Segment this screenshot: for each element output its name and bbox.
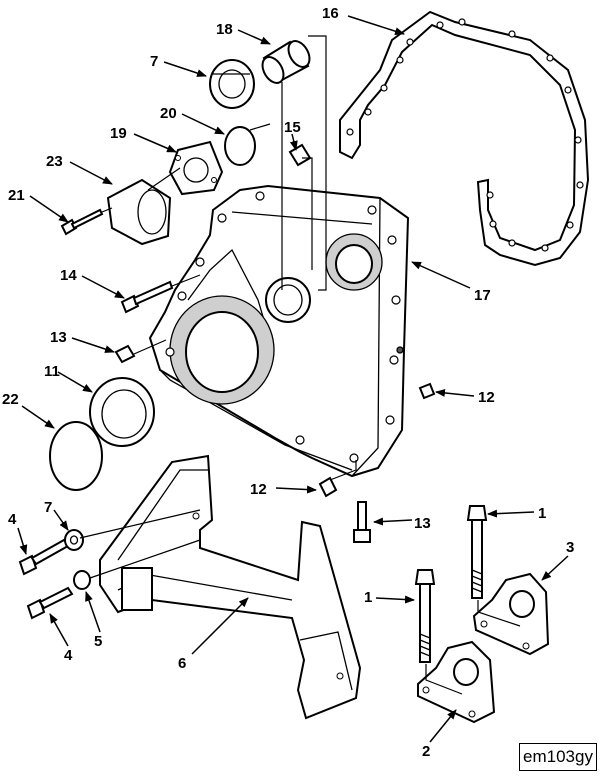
bolt-part-4-lower [26,586,74,620]
callout-20: 20 [160,105,177,122]
bolt-part-1-right [466,505,488,599]
callout-4-upper: 4 [8,511,17,528]
lock-washer-part-5 [73,570,91,590]
assembly-guide-lines [79,35,521,695]
bolt-part-1-left [414,569,436,663]
callout-4-lower: 4 [64,647,73,664]
washer-part-7 [64,529,84,551]
o-ring-part-22 [49,421,103,491]
callout-5: 5 [94,633,102,650]
plug-part-10 [418,382,436,400]
gear-cover-part-17 [148,184,410,478]
callout-2: 2 [422,743,430,760]
callout-6: 6 [178,655,186,672]
bracket-part-6 [99,454,362,720]
callout-15: 15 [284,119,301,136]
bracket-part-3 [472,572,550,656]
callout-7-label: 7 [44,499,52,516]
callout-1-lower: 1 [364,589,372,606]
callout-13-label: 13 [414,515,431,532]
callout-12-label: 12 [250,481,267,498]
cap-part-23 [106,178,172,246]
gasket-part-16 [339,10,590,267]
callout-9: 11 [44,363,60,380]
bolt-part-13 [353,501,371,543]
bolt-part-4-upper [18,538,70,576]
callout-1-upper: 1 [538,505,546,522]
dowel-part-11 [114,344,136,364]
callout-labels: 18 7 20 15 19 23 21 16 17 14 13 12 11 22… [2,5,574,760]
bushing-part-18 [261,40,311,84]
callout-23: 23 [46,153,63,170]
callout-17: 17 [474,287,491,304]
plate-part-19 [168,140,224,196]
bolt-part-14 [120,280,174,314]
callout-22: 22 [2,391,19,408]
callout-14: 14 [60,267,77,284]
callout-arrows [17,15,569,743]
callout-11: 13 [50,329,67,346]
callout-3: 3 [566,539,574,556]
callout-18: 18 [216,21,233,38]
callout-21: 21 [8,187,25,204]
callout-8: 7 [150,53,158,70]
callout-19: 19 [110,125,127,142]
bracket-part-2 [417,640,496,724]
dowel-part-15 [288,143,312,167]
callout-16: 16 [322,5,339,22]
dowel-part-12 [318,476,338,498]
seal-part-9 [89,377,155,447]
figure-reference-code: em103gy [519,743,597,771]
o-ring-part-20 [224,126,256,166]
callout-10: 12 [478,389,495,406]
seal-part-8 [209,59,255,109]
